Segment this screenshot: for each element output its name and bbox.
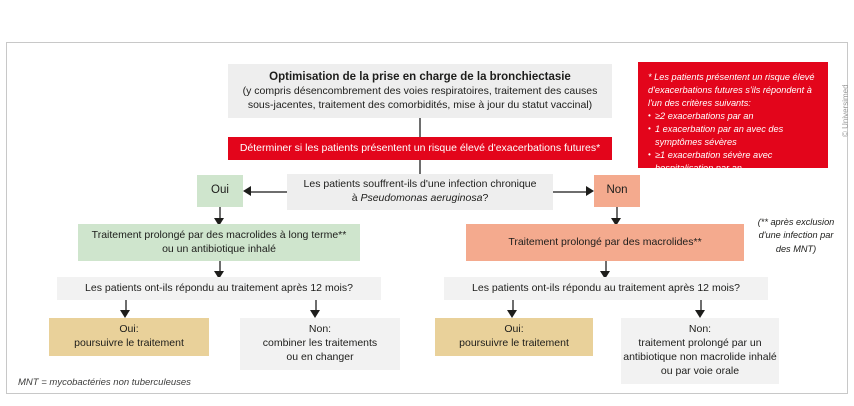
- criteria-bullet-1: ≥2 exacerbations par an: [648, 110, 819, 123]
- outcome-left-non-line3: ou en changer: [286, 350, 354, 363]
- connector-question-to-oui: [251, 191, 287, 193]
- arrow-down-treatment-right: [600, 271, 610, 279]
- node-outcome-right-non: Non: traitement prolongé par un antibiot…: [621, 318, 779, 384]
- connector-treatment-right-to-question: [605, 261, 607, 274]
- criteria-callout-box: * Les patients présentent un risque élev…: [638, 62, 828, 173]
- node-pseudomonas-question: Les patients souffrent-ils d'une infecti…: [287, 174, 553, 210]
- criteria-intro-line3: l'un des critères suivants:: [648, 98, 751, 109]
- arrow-down-left-oui-outcome: [120, 310, 130, 318]
- node-treatment-right: Traitement prolongé par des macrolides**: [466, 224, 744, 261]
- arrow-down-left-non-outcome: [310, 310, 320, 318]
- branch-non-label: Non: [606, 184, 628, 197]
- outcome-right-non-line1: Non:: [688, 323, 712, 336]
- branch-oui-label: Oui: [211, 184, 229, 197]
- copyright-credit: © Universimed: [841, 84, 850, 137]
- outcome-left-oui-line2: poursuivre le traitement: [74, 337, 184, 349]
- criteria-intro-line2: d'exacerbations futures s'ils répondent …: [648, 85, 812, 96]
- outcome-right-oui-line2: poursuivre le traitement: [459, 337, 569, 349]
- optimisation-line3: sous-jacentes, traitement des comorbidit…: [247, 98, 593, 111]
- side-note-line3: des MNT): [775, 243, 817, 254]
- connector-right-question-to-oui-outcome: [512, 300, 514, 312]
- connector-question-to-non: [553, 191, 586, 193]
- connector-treatment-left-to-question: [219, 261, 221, 274]
- arrow-down-treatment-left: [214, 271, 224, 279]
- connector-left-question-to-oui-outcome: [125, 300, 127, 312]
- outcome-right-non-line3: antibiotique non macrolide inhalé: [623, 351, 777, 363]
- connector-non-to-treatment: [616, 207, 618, 220]
- branch-box-non: Non: [594, 175, 640, 207]
- connector-title-to-risk: [419, 118, 421, 137]
- side-note-line2: d'une infection par: [758, 230, 834, 241]
- pseudomonas-prefix: à: [351, 192, 361, 204]
- node-outcome-left-non: Non: combiner les traitements ou en chan…: [240, 318, 400, 370]
- arrow-down-right-non-outcome: [695, 310, 705, 318]
- criteria-bullet-2: 1 exacerbation par an avec des symptômes…: [648, 123, 819, 149]
- pseudomonas-line2: à Pseudomonas aeruginosa?: [352, 192, 489, 206]
- criteria-intro-line1: * Les patients présentent un risque élev…: [648, 72, 815, 82]
- node-optimisation-title: Optimisation de la prise en charge de la…: [228, 64, 612, 118]
- arrow-down-non-treatment: [611, 218, 621, 226]
- macrolide-exclusion-note: (** après exclusion d'une infection par …: [748, 216, 844, 256]
- outcome-left-oui-line1: Oui:: [119, 323, 139, 336]
- pseudomonas-suffix: ?: [482, 192, 489, 204]
- arrow-left-to-oui: [243, 186, 251, 196]
- connector-risk-to-question: [419, 160, 421, 174]
- criteria-bullet-3: ≥1 exacerbation sévère avec hospitalisat…: [648, 149, 819, 175]
- branch-box-oui: Oui: [197, 175, 243, 207]
- treatment-left-line2: ou un antibiotique inhalé: [162, 242, 276, 255]
- risk-node-text: Déterminer si les patients présentent un…: [239, 141, 601, 154]
- node-response-question-right: Les patients ont-ils répondu au traiteme…: [444, 277, 768, 300]
- node-response-question-left: Les patients ont-ils répondu au traiteme…: [57, 277, 381, 300]
- optimisation-heading: Optimisation de la prise en charge de la…: [269, 70, 571, 83]
- node-outcome-right-oui: Oui: poursuivre le traitement: [435, 318, 593, 356]
- connector-right-question-to-non-outcome: [700, 300, 702, 312]
- side-note-line1: (** après exclusion: [757, 217, 835, 227]
- node-treatment-left: Traitement prolongé par des macrolides à…: [78, 224, 360, 261]
- pseudomonas-species: Pseudomonas aeruginosa: [360, 192, 483, 204]
- optimisation-line2: (y compris désencombrement des voies res…: [242, 84, 598, 97]
- response-question-left-text: Les patients ont-ils répondu au traiteme…: [85, 281, 353, 294]
- treatment-left-line1: Traitement prolongé par des macrolides à…: [91, 228, 347, 241]
- arrow-right-to-non: [586, 186, 594, 196]
- response-question-right-text: Les patients ont-ils répondu au traiteme…: [472, 281, 740, 294]
- outcome-right-non-line2: traitement prolongé par un: [638, 337, 762, 350]
- outcome-right-oui-line1: Oui:: [504, 323, 524, 336]
- node-outcome-left-oui: Oui: poursuivre le traitement: [49, 318, 209, 356]
- outcome-right-non-line4: ou par voie orale: [660, 364, 740, 377]
- arrow-down-oui-treatment: [214, 218, 224, 226]
- node-determiner-risque: Déterminer si les patients présentent un…: [228, 137, 612, 160]
- outcome-left-non-line2: combiner les traitements: [262, 337, 378, 350]
- connector-left-question-to-non-outcome: [315, 300, 317, 312]
- pseudomonas-line1: Les patients souffrent-ils d'une infecti…: [303, 178, 537, 191]
- criteria-bullet-list: ≥2 exacerbations par an 1 exacerbation p…: [648, 110, 819, 175]
- arrow-down-right-oui-outcome: [507, 310, 517, 318]
- treatment-right-line1: Traitement prolongé par des macrolides**: [508, 235, 702, 248]
- abbreviation-footnote: MNT = mycobactéries non tuberculeuses: [18, 377, 191, 388]
- outcome-left-non-line1: Non:: [308, 323, 332, 336]
- connector-oui-to-treatment: [219, 207, 221, 220]
